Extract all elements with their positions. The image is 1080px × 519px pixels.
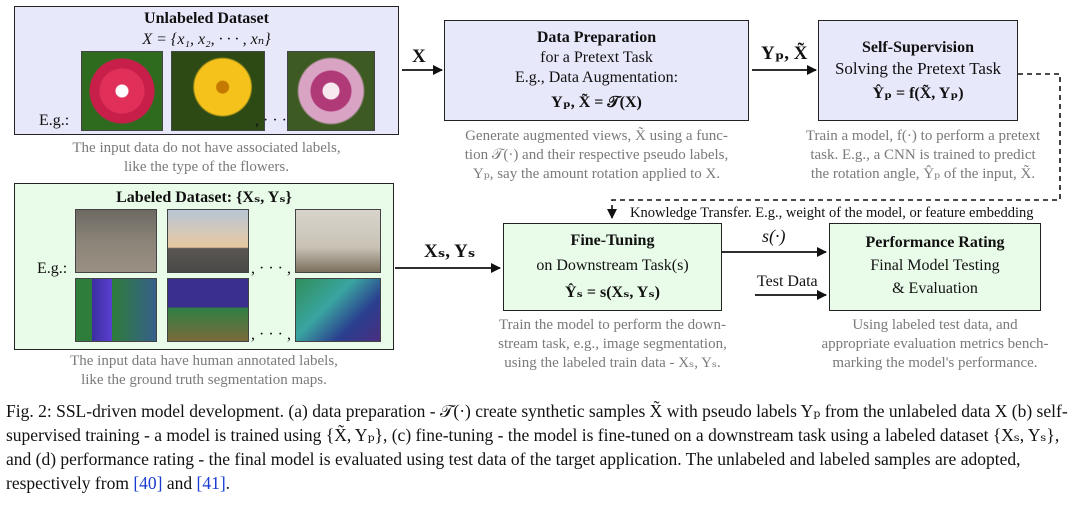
perf-note-line: appropriate evaluation metrics bench- (821, 336, 1049, 352)
data-prep-line2: E.g., Data Augmentation: (514, 69, 679, 86)
labeled-note-line: like the ground truth segmentation maps. (81, 372, 327, 388)
arrow-label-xs-ys: Xₛ, Yₛ (424, 241, 476, 262)
finetune-math: Ŷₛ = s(Xₛ, Yₛ) (564, 284, 660, 301)
finetune-line1: on Downstream Task(s) (536, 257, 689, 274)
perf-note-line: Using labeled test data, and (852, 317, 1018, 333)
caption-text: Fig. 2: SSL-driven model development. (a… (6, 401, 1068, 493)
data-prep-math: Yₚ, X̃ = 𝒯(X) (551, 94, 642, 111)
labeled-ellipsis-top: , · · · , (251, 260, 291, 277)
flower-image-yellow (171, 51, 265, 131)
finetune-note-line: Train the model to perform the down- (499, 317, 726, 333)
labeled-ellipsis-bottom: , · · · , (251, 326, 291, 343)
self-sup-note: Train a model, f(·) to perform a pretext… (776, 127, 1070, 184)
segmap-children (75, 278, 157, 342)
unlabeled-note: The input data do not have associated la… (14, 139, 399, 177)
labeled-dataset-box: Labeled Dataset: {Xₛ, Yₛ} E.g.: , · · · … (14, 183, 394, 350)
perf-note-line: marking the model's performance. (832, 355, 1038, 371)
flower-image-pink (81, 51, 163, 131)
data-prep-note: Generate augmented views, X̃ using a fun… (434, 127, 759, 184)
caption-and: and (162, 473, 197, 493)
performance-rating-box: Performance Rating Final Model Testing &… (829, 223, 1041, 311)
arrow-label-test-data: Test Data (757, 273, 818, 290)
photo-airport (167, 209, 249, 273)
knowledge-transfer-label: Knowledge Transfer. E.g., weight of the … (630, 205, 1034, 221)
segmap-airport (167, 278, 249, 342)
self-sup-note-line: task. E.g., a CNN is trained to predict (810, 147, 1036, 163)
self-sup-note-line: the rotation angle, Ŷₚ of the input, X̃. (810, 166, 1036, 182)
arrow-label-s: s(·) (762, 226, 786, 246)
perf-note: Using labeled test data, and appropriate… (790, 316, 1080, 373)
arrow-label-x: X (412, 46, 426, 67)
self-sup-title: Self-Supervision (861, 39, 974, 56)
arrows-layer (395, 65, 1061, 300)
citation-link-40[interactable]: [40] (133, 473, 163, 493)
finetune-title: Fine-Tuning (570, 232, 655, 249)
labeled-note-line: The input data have human annotated labe… (70, 353, 338, 369)
segmap-room (295, 278, 381, 342)
unlabeled-eg-label: E.g.: (39, 112, 70, 129)
data-prep-note-line: Generate augmented views, X̃ using a fun… (465, 128, 728, 144)
unlabeled-note-line: like the type of the flowers. (124, 159, 289, 175)
unlabeled-math: X = {x₁, x₂, · · · , xₙ} (142, 31, 271, 48)
data-prep-note-line: tion 𝒯(·) and their respective pseudo la… (464, 147, 729, 163)
data-preparation-box: Data Preparation for a Pretext Task E.g.… (444, 20, 749, 121)
data-prep-note-line: Yₚ, say the amount rotation applied to X… (472, 166, 721, 182)
finetune-note-line: using the labeled train data - Xₛ, Yₛ. (504, 355, 721, 371)
caption-end: . (225, 473, 231, 493)
knowledge-transfer-dashed-arrow (607, 73, 1061, 219)
unlabeled-ellipsis: , · · · , (255, 112, 295, 129)
unlabeled-title: Unlabeled Dataset (144, 10, 269, 27)
perf-line2: & Evaluation (892, 280, 978, 297)
figure-caption: Fig. 2: SSL-driven model development. (a… (6, 399, 1074, 495)
data-prep-title: Data Preparation (536, 29, 657, 46)
citation-link-41[interactable]: [41] (196, 473, 226, 493)
labeled-title: Labeled Dataset: {Xₛ, Yₛ} (116, 189, 292, 206)
data-prep-line1: for a Pretext Task (540, 49, 653, 66)
self-sup-line1: Solving the Pretext Task (834, 59, 1002, 78)
arrow-label-yp-x: Yₚ, X̃ (761, 43, 808, 64)
photo-children (75, 209, 157, 273)
labeled-note: The input data have human annotated labe… (14, 352, 394, 390)
self-supervision-box: Self-Supervision Solving the Pretext Tas… (818, 20, 1018, 121)
labeled-eg-label: E.g.: (37, 260, 68, 277)
fine-tuning-box: Fine-Tuning on Downstream Task(s) Ŷₛ = s… (503, 223, 722, 311)
finetune-note: Train the model to perform the down- str… (465, 316, 760, 373)
self-sup-note-line: Train a model, f(·) to perform a pretext (805, 128, 1041, 144)
unlabeled-dataset-box: Unlabeled Dataset X = {x₁, x₂, · · · , x… (14, 6, 399, 135)
perf-title: Performance Rating (865, 234, 1005, 251)
photo-room (295, 209, 381, 273)
self-sup-math: Ŷₚ = f(X̃, Yₚ) (872, 85, 964, 102)
finetune-note-line: stream task, e.g., image segmentation, (498, 336, 727, 352)
unlabeled-note-line: The input data do not have associated la… (72, 140, 341, 156)
perf-line1: Final Model Testing (870, 257, 1000, 274)
flower-image-purple (287, 51, 375, 131)
